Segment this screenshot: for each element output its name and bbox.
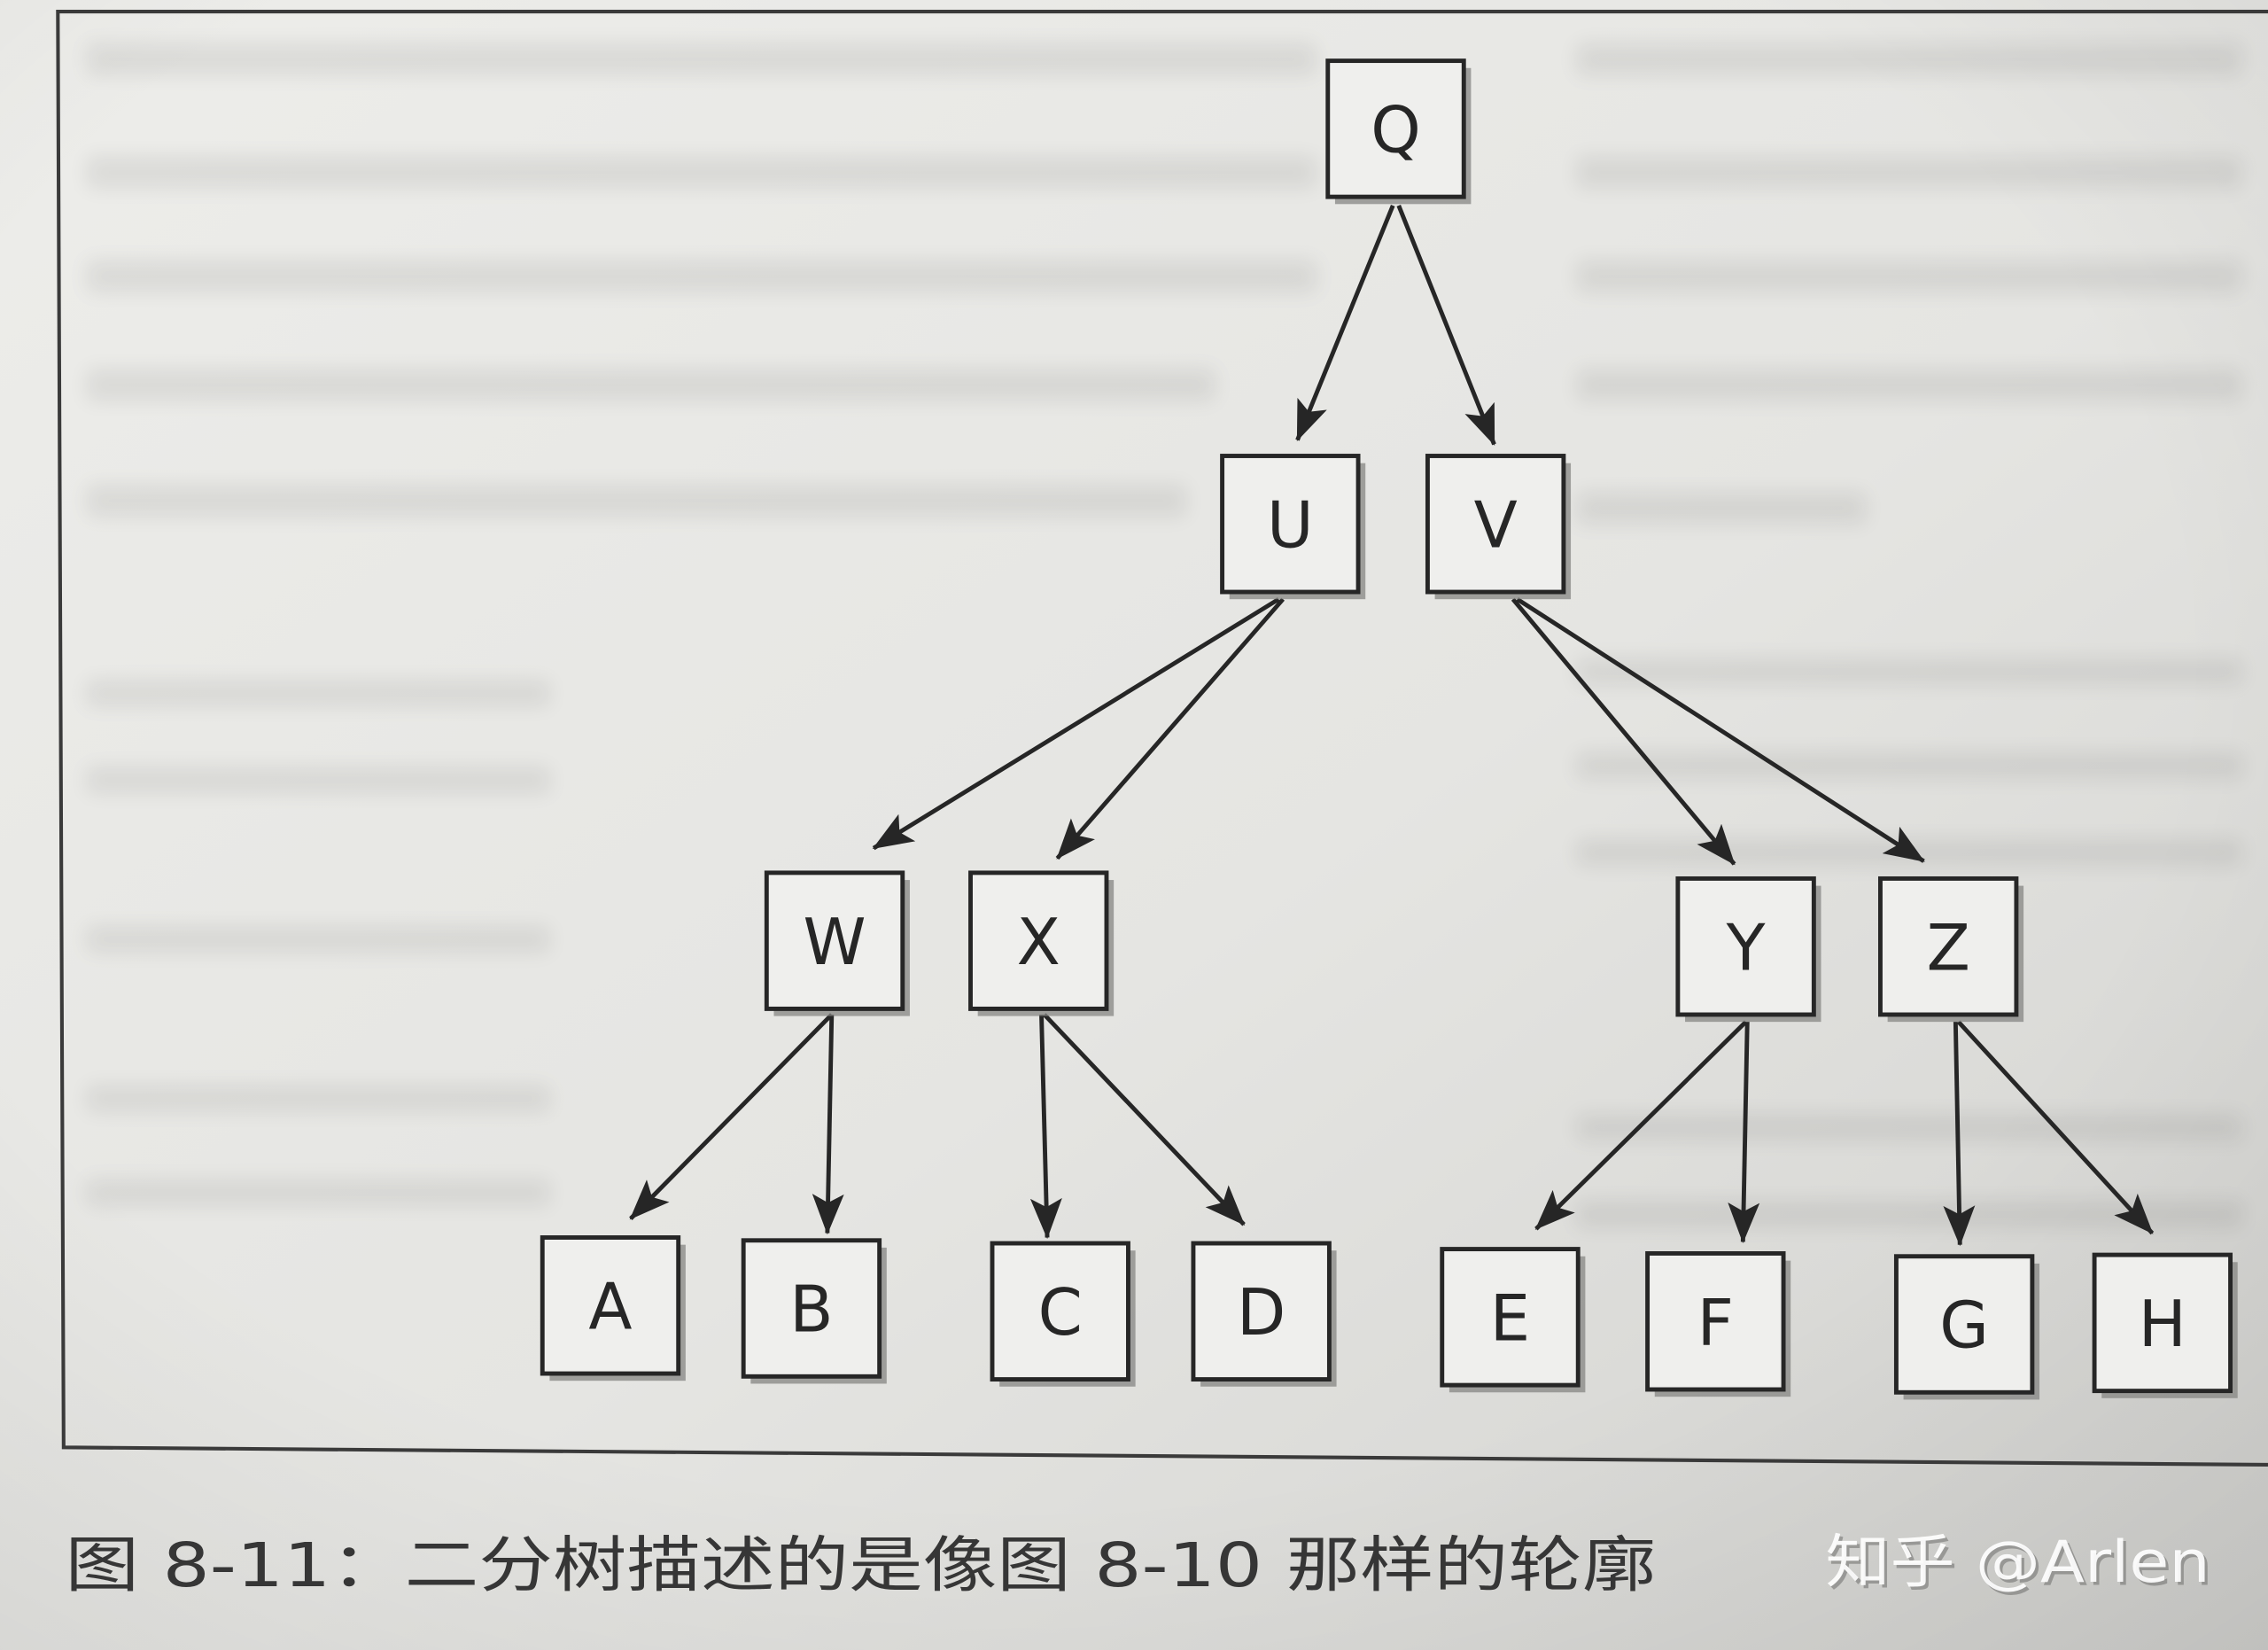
edge-arrow-x-d (1043, 1013, 1246, 1226)
edge-arrow-q-u (1295, 205, 1395, 442)
node-label: Y (1726, 910, 1767, 985)
node-box (1425, 454, 1566, 595)
node-box (741, 1238, 882, 1379)
node-box (540, 1235, 681, 1376)
edge-arrow-z-g (1943, 1022, 1976, 1247)
tree-node-y: Y (1675, 876, 1821, 1023)
edge-arrow-w-b (812, 1014, 844, 1235)
tree-node-b: B (741, 1238, 887, 1384)
node-box (968, 870, 1109, 1011)
edge-arrow-u-w (872, 597, 1280, 851)
edge-arrow-q-v (1396, 205, 1496, 446)
edge-arrow-v-z (1516, 597, 1925, 863)
node-box (1675, 876, 1816, 1017)
show-through-texture (86, 43, 2242, 1228)
tree-node-h: H (2092, 1252, 2238, 1398)
edge-arrow-y-f (1728, 1022, 1760, 1244)
tree-node-g: G (1893, 1254, 2040, 1400)
node-label: F (1697, 1285, 1734, 1359)
edge-arrow-z-h (1956, 1020, 2155, 1235)
node-label: W (804, 905, 866, 979)
node-label: E (1490, 1280, 1530, 1355)
node-label: V (1474, 487, 1518, 562)
figure-frame (56, 10, 2268, 1467)
node-box (764, 870, 905, 1011)
tree-node-c: C (990, 1241, 1136, 1387)
node-box (1325, 58, 1466, 199)
node-box (1893, 1254, 2035, 1395)
node-label: U (1267, 487, 1314, 562)
node-box (1878, 876, 2019, 1017)
node-box (1440, 1247, 1581, 1388)
tree-node-a: A (540, 1235, 686, 1381)
figure-caption: 图 8-11：二分树描述的是像图 8-10 那样的轮廓 (65, 1530, 1656, 1601)
tree-node-q: Q (1325, 58, 1472, 205)
node-label: X (1017, 905, 1060, 979)
watermark-shadow: 知乎 @Arlen (1829, 1531, 2213, 1599)
node-box (1220, 454, 1361, 595)
tree-node-u: U (1220, 454, 1366, 600)
tree-node-e: E (1440, 1247, 1586, 1393)
node-label: A (588, 1269, 632, 1343)
node-box (2092, 1252, 2233, 1394)
edge-arrow-u-x (1055, 597, 1285, 860)
edge-arrow-x-c (1029, 1014, 1062, 1240)
watermark-text: 知乎 @Arlen (1825, 1529, 2210, 1596)
node-label: H (2139, 1287, 2186, 1361)
tree-node-f: F (1645, 1251, 1791, 1397)
zhihu-watermark: 知乎 @Arlen 知乎 @Arlen (1825, 1529, 2213, 1599)
node-label: C (1038, 1275, 1083, 1350)
tree-nodes: Q U V W X Y Z A B C D E F G H (540, 58, 2238, 1400)
tree-node-d: D (1191, 1241, 1337, 1387)
tree-node-v: V (1425, 454, 1572, 600)
tree-node-z: Z (1878, 876, 2024, 1023)
tree-edges (629, 205, 2155, 1247)
node-label: D (1237, 1275, 1285, 1350)
node-box (1645, 1251, 1786, 1392)
node-label: Q (1371, 92, 1421, 167)
node-label: B (789, 1273, 833, 1347)
edge-arrow-y-e (1534, 1020, 1748, 1231)
edge-arrow-v-y (1511, 597, 1736, 866)
node-box (1191, 1241, 1332, 1382)
edge-arrow-w-a (629, 1013, 834, 1220)
node-box (990, 1241, 1130, 1382)
node-label: G (1939, 1288, 1989, 1363)
tree-node-x: X (968, 870, 1115, 1016)
node-label: Z (1927, 910, 1970, 985)
tree-node-w: W (764, 870, 910, 1016)
